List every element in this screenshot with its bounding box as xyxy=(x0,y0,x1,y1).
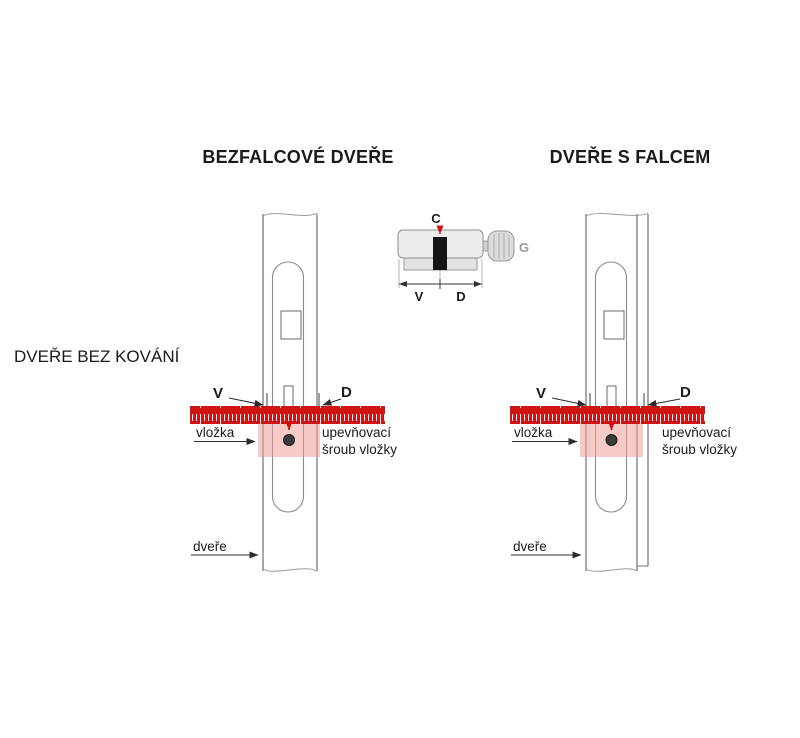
thumbturn-knurling xyxy=(493,233,510,259)
door-top-cut xyxy=(262,212,318,217)
thumbturn-stem xyxy=(482,240,489,252)
fixing-screw xyxy=(605,434,618,446)
inset-dim-arrow-left xyxy=(399,281,407,287)
d-leader-arrow xyxy=(647,398,681,407)
left-door-diagram: V D vložka upevňovací šroub vložky dveře xyxy=(190,212,397,572)
v-leader-arrow xyxy=(551,397,587,407)
latch-window xyxy=(603,310,625,340)
title-left-column: BEZFALCOVÉ DVEŘE xyxy=(202,146,393,167)
screw-callout-line1: upevňovací xyxy=(322,425,391,440)
side-note-doors-without-fittings: DVEŘE BEZ KOVÁNÍ xyxy=(14,347,180,366)
fixing-screw xyxy=(283,434,295,446)
screw-callout-line2: šroub vložky xyxy=(322,442,397,457)
d-dimension-label: D xyxy=(680,384,691,401)
measuring-ruler xyxy=(190,406,385,424)
door-callout-label: dveře xyxy=(193,539,227,554)
latch-window xyxy=(280,310,302,340)
door-callout-label: dveře xyxy=(513,539,547,554)
inset-thumbturn-g-label: G xyxy=(519,240,529,255)
door-bottom-cut xyxy=(585,568,638,572)
screw-callout-line1: upevňovací xyxy=(662,425,731,440)
inset-dim-arrow-right xyxy=(474,281,482,287)
title-right-column: DVEŘE S FALCEM xyxy=(550,146,711,167)
inset-dimension-v-label: V xyxy=(415,289,424,304)
thumbturn-knob xyxy=(487,230,515,262)
inset-dimension-d-label: D xyxy=(456,289,465,304)
d-dimension-label: D xyxy=(341,384,352,401)
d-leader-arrow xyxy=(322,398,342,406)
door-top-cut xyxy=(585,212,649,217)
cylinder-cam-black xyxy=(433,237,447,270)
cylinder-inset: C V D G xyxy=(397,211,529,304)
v-dimension-label: V xyxy=(213,385,223,402)
cylinder-callout-label: vložka xyxy=(196,425,235,440)
measuring-ruler xyxy=(510,406,705,424)
door-bottom-cut xyxy=(262,568,318,572)
v-leader-arrow xyxy=(228,397,264,407)
v-dimension-label: V xyxy=(536,385,546,402)
screw-callout-line2: šroub vložky xyxy=(662,442,737,457)
inset-dimension-c-label: C xyxy=(431,211,441,226)
right-door-diagram: V D vložka upevňovací šroub vložky dveře xyxy=(510,212,737,572)
cylinder-callout-label: vložka xyxy=(514,425,553,440)
